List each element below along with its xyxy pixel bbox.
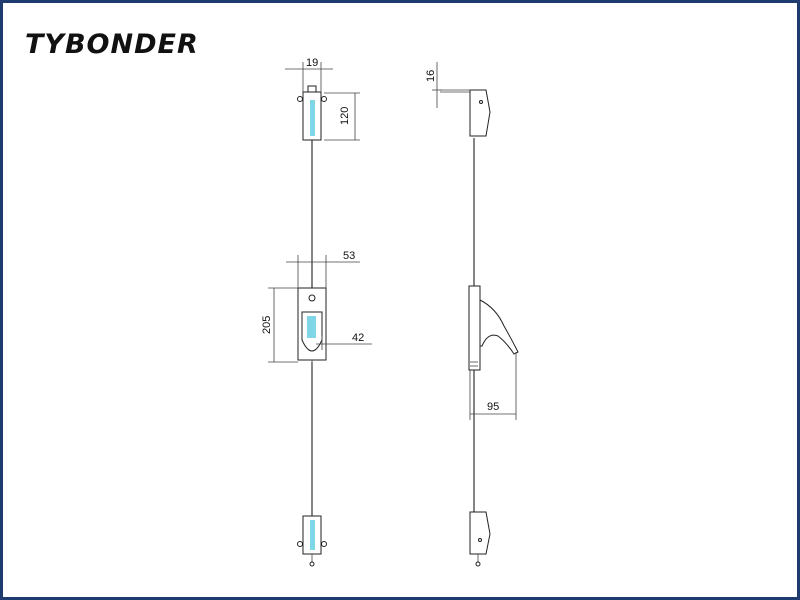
side-top-bolt (440, 89, 491, 137)
dim-top-width-label: 19 (306, 57, 318, 69)
front-view: 19 120 53 205 (261, 57, 372, 567)
dim-top-height: 120 (324, 92, 360, 141)
front-handle (297, 287, 327, 366)
dim-handle-height-label: 205 (261, 316, 273, 334)
dim-handle-width-label: 53 (343, 250, 355, 262)
dim-side-projection-label: 95 (487, 401, 499, 413)
dim-handle-width: 53 (286, 250, 360, 288)
dim-handle-inner: 42 (316, 332, 372, 350)
side-bottom-bolt (469, 511, 491, 567)
front-bottom-bolt (297, 515, 327, 567)
dim-side-offset: 16 (425, 62, 442, 108)
dim-handle-inner-label: 42 (352, 332, 364, 344)
dim-top-width: 19 (285, 57, 333, 92)
dim-side-projection: 95 (469, 352, 517, 420)
front-top-bolt (297, 85, 327, 141)
brand-logo: TYBONDER (25, 29, 199, 60)
side-handle (468, 285, 519, 371)
dim-top-height-label: 120 (339, 107, 351, 125)
dim-side-offset-label: 16 (425, 70, 437, 82)
side-view: 16 95 (425, 62, 519, 567)
dim-handle-height: 205 (261, 287, 298, 363)
